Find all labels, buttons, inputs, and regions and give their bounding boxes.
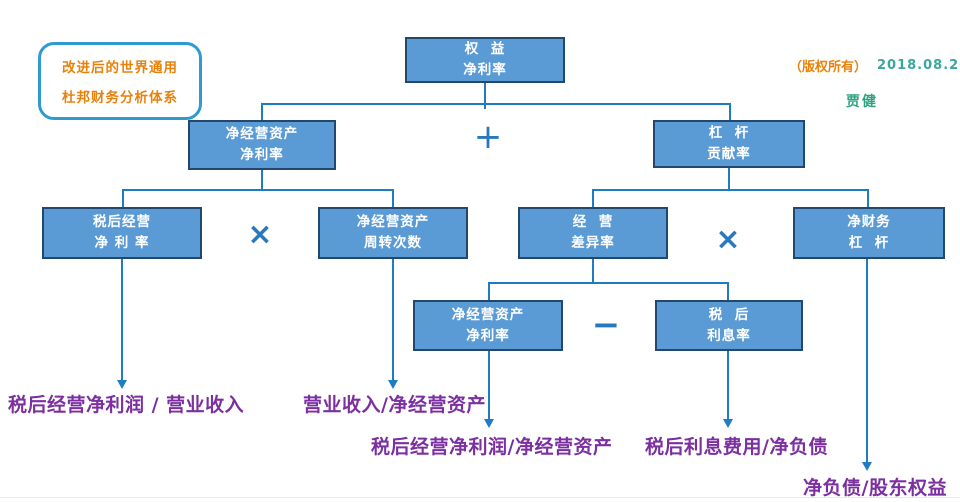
connector-root-horizontal	[261, 103, 731, 105]
node-net-operating-asset-margin-2: 净经营资产 净利率	[413, 300, 563, 351]
connector-spread-drop-1	[488, 282, 490, 300]
connector-right-drop-1	[592, 189, 594, 207]
arrow-head-net-fin-leverage	[862, 462, 872, 471]
node-text: 净利率	[240, 147, 284, 163]
title-line-1: 改进后的世界通用	[62, 60, 178, 76]
node-text: 利息率	[707, 327, 751, 344]
node-text: 净经营资产	[225, 126, 299, 143]
copyright-label: （版权所有）	[789, 60, 868, 75]
formula-revenue-over-net-operating-assets: 营业收入/净经营资产	[303, 394, 486, 416]
node-text: 差异率	[571, 235, 615, 251]
multiply-operator-left: ×	[247, 217, 273, 252]
formula-net-debt-over-shareholder-equity: 净负债/股东权益	[803, 477, 947, 499]
title-line-2: 杜邦财务分析体系	[62, 90, 178, 106]
node-after-tax-operating-margin: 税后经营 净 利 率	[42, 207, 202, 259]
connector-left-stub	[261, 170, 263, 191]
arrow-head-noa-margin-2	[484, 419, 494, 428]
arrow-shaft-turnover	[392, 259, 394, 381]
connector-left-drop-2	[392, 189, 394, 207]
node-text: 周转次数	[364, 235, 422, 251]
minus-operator: −	[591, 305, 621, 345]
node-net-operating-asset-turnover: 净经营资产 周转次数	[318, 207, 468, 259]
node-equity-net-profit-rate: 权 益 净利率	[405, 37, 565, 83]
connector-drop-left	[261, 103, 263, 120]
arrow-head-turnover	[388, 380, 398, 389]
node-text: 杠 杆	[848, 235, 890, 251]
node-leverage-contribution-rate: 杠 杆 贡献率	[653, 120, 805, 168]
connector-spread-horizontal	[488, 282, 729, 284]
node-text: 净利率	[463, 62, 507, 78]
connector-left-drop-1	[122, 189, 124, 207]
node-text: 贡献率	[707, 146, 751, 162]
slide-bottom-edge	[0, 497, 960, 498]
node-text: 经 营	[572, 214, 614, 231]
formula-after-tax-operating-profit-over-net-operating-assets: 税后经营净利润/净经营资产	[371, 436, 613, 458]
arrow-shaft-interest-rate	[727, 351, 729, 420]
copyright-date: 2018.08.26	[877, 58, 960, 73]
node-net-financial-leverage: 净财务 杠 杆	[793, 207, 945, 259]
node-operating-spread-rate: 经 营 差异率	[518, 207, 668, 259]
arrow-shaft-noa-margin-2	[488, 351, 490, 420]
node-text: 净经营资产	[356, 214, 430, 231]
multiply-operator-right: ×	[715, 222, 741, 257]
copyright-author: 贾健	[846, 94, 878, 110]
connector-spread-drop-2	[727, 282, 729, 300]
node-text: 权 益	[464, 41, 506, 58]
connector-drop-right	[729, 103, 731, 120]
connector-spread-stub	[592, 259, 594, 284]
arrow-head-after-tax-margin	[117, 380, 127, 389]
node-after-tax-interest-rate: 税 后 利息率	[655, 300, 803, 351]
node-text: 净利率	[466, 327, 510, 344]
node-text: 税后经营	[93, 214, 151, 231]
connector-right-drop-2	[867, 189, 869, 207]
title-annotation-box: 改进后的世界通用 杜邦财务分析体系	[38, 42, 202, 120]
node-text: 税 后	[708, 306, 750, 323]
arrow-shaft-after-tax-margin	[121, 259, 123, 381]
node-text: 净 利 率	[94, 235, 150, 251]
formula-after-tax-interest-expense-over-net-debt: 税后利息费用/净负债	[645, 436, 828, 458]
connector-right-stub	[728, 168, 730, 191]
connector-left-horizontal	[122, 189, 394, 191]
arrow-shaft-net-fin-leverage	[866, 259, 868, 463]
node-text: 杠 杆	[708, 125, 750, 142]
node-text: 净财务	[847, 214, 891, 231]
plus-operator: +	[473, 117, 503, 157]
node-net-operating-asset-margin: 净经营资产 净利率	[188, 120, 336, 170]
node-text: 净经营资产	[451, 306, 525, 323]
connector-root-stub	[484, 83, 486, 109]
arrow-head-interest-rate	[723, 419, 733, 428]
formula-after-tax-operating-profit-over-revenue: 税后经营净利润 / 营业收入	[8, 394, 245, 416]
connector-right-horizontal	[592, 189, 869, 191]
